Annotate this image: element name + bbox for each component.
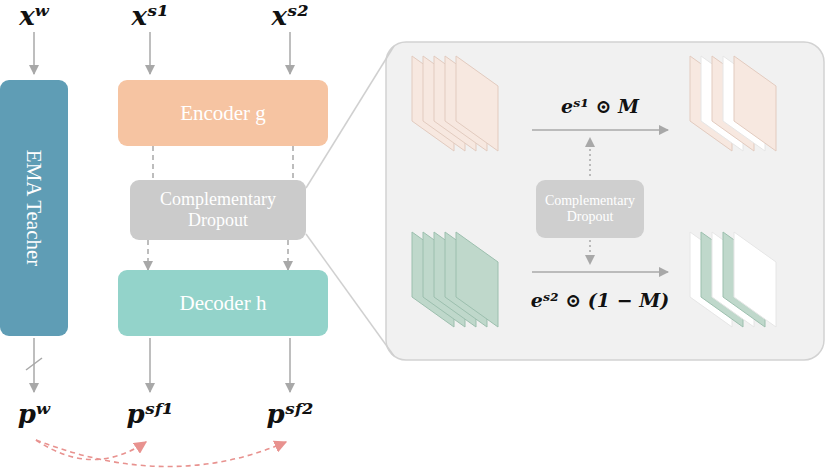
feature-map <box>734 56 776 151</box>
output-symbol: pˢᶠ² <box>267 399 314 429</box>
box-label: Complementary Dropout <box>542 193 638 225</box>
dashed-connector <box>292 146 294 180</box>
dropout-box: Complementary Dropout <box>536 180 644 238</box>
dashed-connector <box>147 240 149 270</box>
mask-arrow <box>532 271 668 273</box>
input-symbol: xˢ¹ <box>131 1 168 31</box>
input-arrow <box>289 32 291 74</box>
dotted-arrow <box>589 138 591 176</box>
box-label: Decoder h <box>180 291 267 315</box>
input-arrow <box>33 32 35 74</box>
dashed-connector <box>287 240 289 270</box>
output-symbol: pˢᶠ¹ <box>127 399 174 429</box>
feature-map <box>456 56 498 151</box>
box-label: Encoder g <box>180 101 266 125</box>
box-label: Complementary Dropout <box>138 189 298 230</box>
mask-formula: eˢ¹ ⊙ M <box>561 95 639 117</box>
zoom-panel <box>386 42 824 360</box>
input-symbol: xʷ <box>19 1 49 31</box>
stop-gradient-slash <box>26 358 42 370</box>
decoder-box: Decoder h <box>118 270 328 336</box>
output-symbol: pʷ <box>18 399 50 429</box>
consistency-arrow <box>36 440 286 467</box>
input-arrow <box>149 32 151 74</box>
dashed-connector <box>152 146 154 180</box>
dotted-arrow <box>589 240 591 264</box>
teacher-box: EMA Teacher <box>0 80 68 336</box>
output-arrow <box>289 338 291 392</box>
input-symbol: xˢ² <box>271 1 308 31</box>
mask-formula: eˢ² ⊙ (1 − M) <box>531 289 669 311</box>
mask-arrow <box>532 129 668 131</box>
box-label: EMA Teacher <box>22 150 46 267</box>
encoder-box: Encoder g <box>118 80 328 146</box>
feature-map <box>456 232 498 327</box>
feature-map <box>734 232 776 327</box>
dropout-box: Complementary Dropout <box>130 180 306 240</box>
output-arrow <box>149 338 151 392</box>
